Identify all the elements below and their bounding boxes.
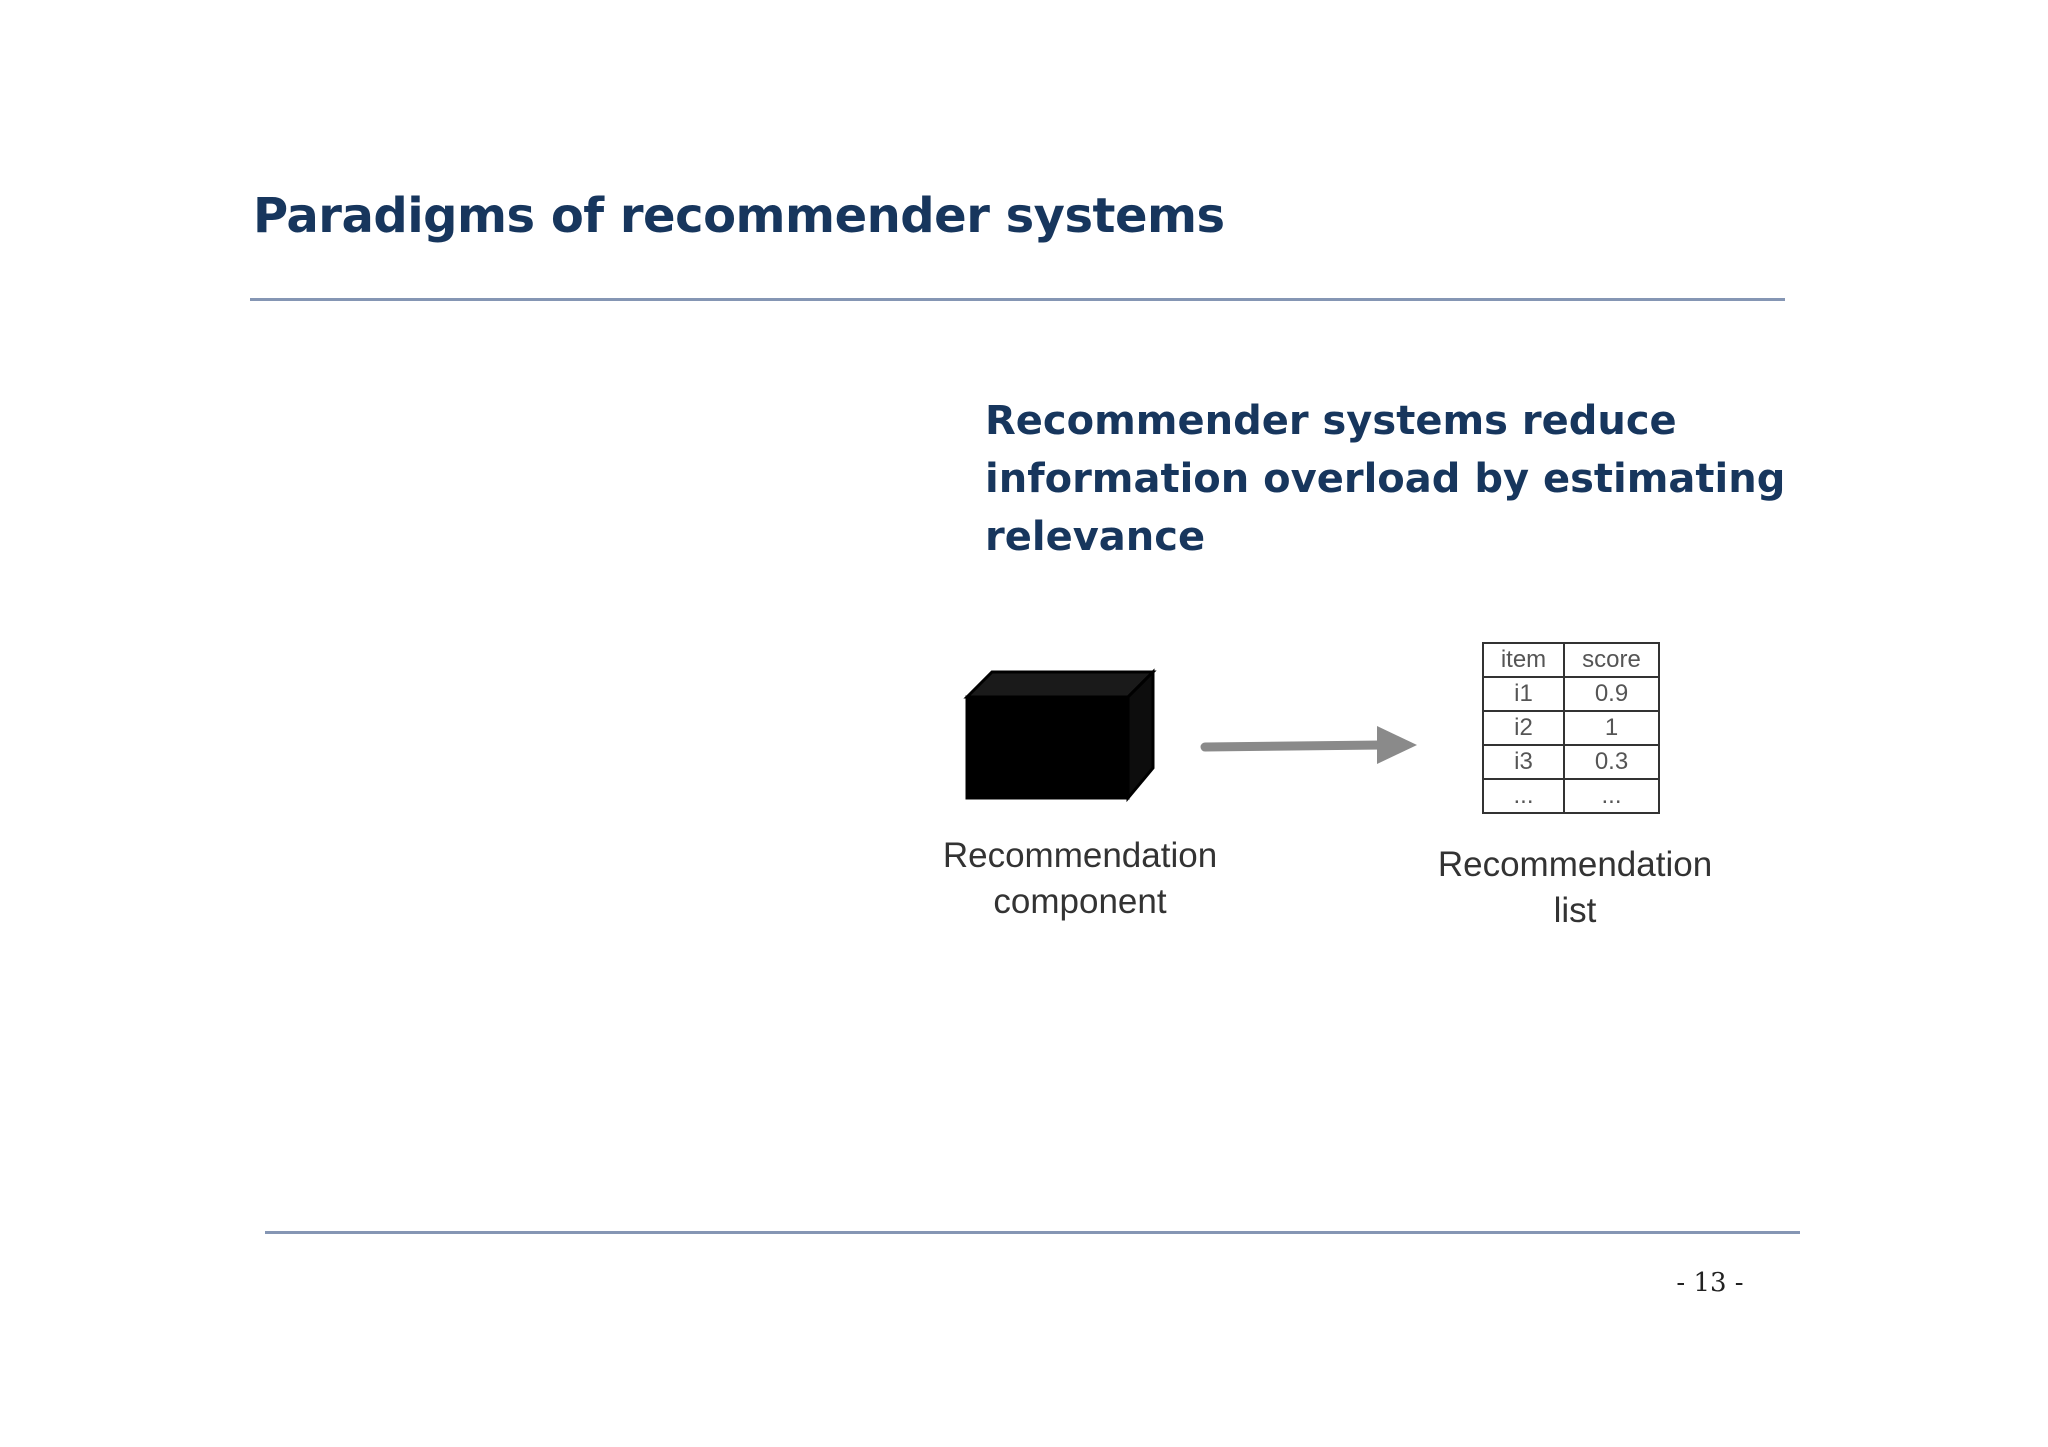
table-cell-item: i2 — [1482, 710, 1565, 746]
top-divider — [250, 298, 1785, 301]
recommendation-list-label: Recommendation list — [1410, 842, 1740, 934]
recommendation-figure: Recommendation component item score i1 0… — [920, 620, 1750, 950]
heading-line-1: Recommender systems reduce — [985, 398, 1677, 444]
table-row: i1 0.9 — [1482, 676, 1660, 712]
table-header-row: item score — [1482, 642, 1660, 678]
black-box-icon — [963, 668, 1157, 803]
table-cell-item: ... — [1482, 778, 1565, 814]
bottom-divider — [265, 1231, 1800, 1234]
component-label-line-1: Recommendation — [942, 836, 1218, 875]
arrow-icon — [1200, 726, 1417, 764]
table-row: ... ... — [1482, 778, 1660, 814]
table-cell-score: ... — [1563, 778, 1660, 814]
table-header-item: item — [1482, 642, 1565, 678]
table-cell-item: i1 — [1482, 676, 1565, 712]
slide-title: Paradigms of recommender systems — [253, 188, 1225, 244]
table-cell-item: i3 — [1482, 744, 1565, 780]
table-cell-score: 0.9 — [1563, 676, 1660, 712]
list-label-line-2: list — [1553, 891, 1597, 930]
list-label-line-1: Recommendation — [1437, 845, 1713, 884]
component-label-line-2: component — [993, 882, 1167, 921]
figure-graphics — [963, 668, 1417, 803]
heading-line-2: information overload by estimating — [985, 456, 1786, 502]
table-cell-score: 0.3 — [1563, 744, 1660, 780]
recommendation-table: item score i1 0.9 i2 1 i3 0.3 ... — [1482, 642, 1660, 814]
heading-line-3: relevance — [985, 514, 1206, 560]
table-row: i3 0.3 — [1482, 744, 1660, 780]
slide-heading: Recommender systems reduce information o… — [985, 392, 1786, 566]
recommendation-component-label: Recommendation component — [920, 833, 1240, 925]
table-cell-score: 1 — [1563, 710, 1660, 746]
table-header-score: score — [1563, 642, 1660, 678]
page-number: - 13 - — [1676, 1268, 1744, 1298]
table-row: i2 1 — [1482, 710, 1660, 746]
